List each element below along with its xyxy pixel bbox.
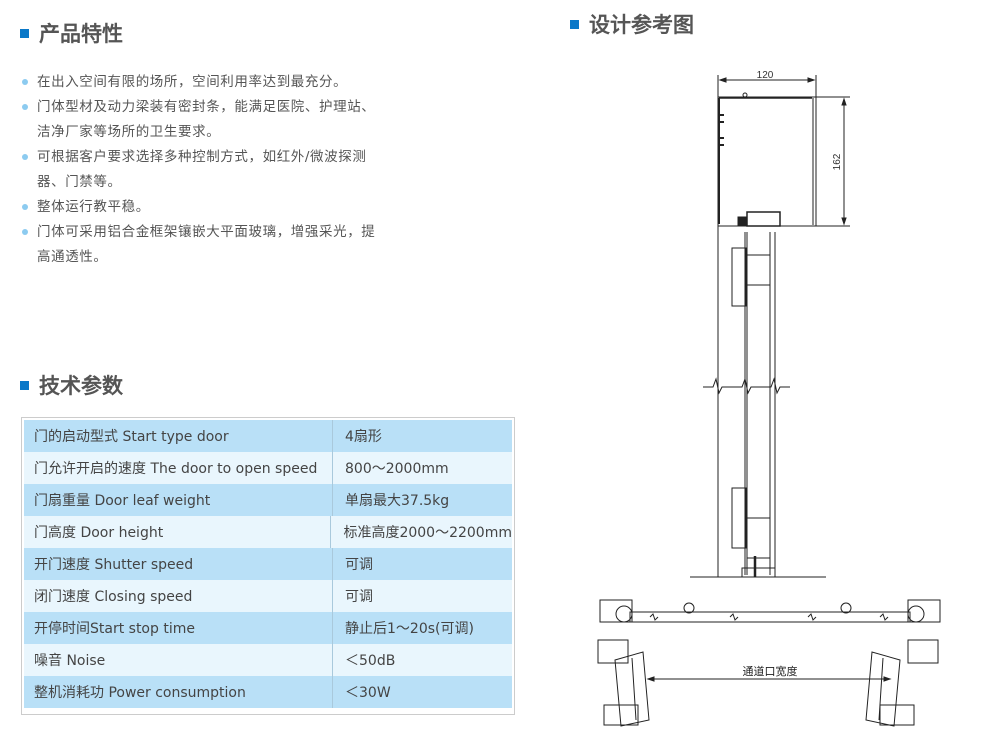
table-row: 噪音 Noise ＜50dB — [24, 644, 512, 676]
list-item: 可根据客户要求选择多种控制方式，如红外/微波探测器、门禁等。 — [22, 145, 387, 195]
spec-value: 可调 — [345, 589, 373, 605]
plan-view — [597, 599, 941, 727]
table-row: 门高度 Door height 标准高度2000～2200mm — [24, 516, 512, 548]
features-heading: 产品特性 — [20, 18, 123, 48]
table-row: 开停时间Start stop time 静止后1～20s(可调) — [24, 612, 512, 644]
table-row: 开门速度 Shutter speed 可调 — [24, 548, 512, 580]
table-row: 门允许开启的速度 The door to open speed 800～2000m… — [24, 452, 512, 484]
spec-value: ＜30W — [345, 685, 391, 701]
spec-value: 标准高度2000～2200mm — [343, 525, 512, 541]
list-item: 门体型材及动力梁装有密封条，能满足医院、护理站、洁净厂家等场所的卫生要求。 — [22, 95, 387, 145]
spec-label: 门扇重量 Door leaf weight — [24, 484, 333, 516]
spec-value: 4扇形 — [345, 429, 382, 445]
table-row: 整机消耗功 Power consumption ＜30W — [24, 676, 512, 708]
spec-label: 开门速度 Shutter speed — [24, 548, 333, 580]
spec-label: 门允许开启的速度 The door to open speed — [24, 452, 333, 484]
table-row: 门的启动型式 Start type door 4扇形 — [24, 420, 512, 452]
drawing-heading: 设计参考图 — [570, 9, 694, 39]
heading-square-icon — [570, 19, 579, 29]
list-item: 门体可采用铝合金框架镶嵌大平面玻璃，增强采光，提高通透性。 — [22, 220, 387, 270]
list-item: 在出入空间有限的场所，空间利用率达到最充分。 — [22, 70, 387, 95]
spec-label: 开停时间Start stop time — [24, 612, 333, 644]
spec-value: ＜50dB — [345, 653, 396, 669]
specs-title: 技术参数 — [39, 374, 123, 398]
spec-value: 800～2000mm — [345, 461, 449, 477]
spec-label: 闭门速度 Closing speed — [24, 580, 333, 612]
spec-label: 整机消耗功 Power consumption — [24, 676, 333, 708]
features-list: 在出入空间有限的场所，空间利用率达到最充分。 门体型材及动力梁装有密封条，能满足… — [22, 70, 387, 270]
heading-square-icon — [20, 380, 29, 390]
dim-width-label: 120 — [757, 70, 774, 81]
heading-square-icon — [20, 28, 29, 38]
dim-height-label: 162 — [832, 153, 843, 170]
table-row: 闭门速度 Closing speed 可调 — [24, 580, 512, 612]
spec-label: 噪音 Noise — [24, 644, 333, 676]
section-elevation — [690, 75, 850, 578]
spec-value: 静止后1～20s(可调) — [345, 621, 474, 637]
spec-value: 可调 — [345, 557, 373, 573]
spec-label: 门高度 Door height — [24, 516, 332, 548]
drawing-title: 设计参考图 — [589, 13, 694, 37]
opening-width-label: 通道口宽度 — [743, 664, 798, 678]
features-title: 产品特性 — [39, 22, 123, 46]
specs-table: 门的启动型式 Start type door 4扇形 门允许开启的速度 The d… — [21, 417, 515, 715]
list-item: 整体运行教平稳。 — [22, 195, 387, 220]
specs-heading: 技术参数 — [20, 370, 123, 400]
spec-label: 门的启动型式 Start type door — [24, 420, 333, 452]
spec-value: 单扇最大37.5kg — [345, 493, 450, 509]
table-row: 门扇重量 Door leaf weight 单扇最大37.5kg — [24, 484, 512, 516]
